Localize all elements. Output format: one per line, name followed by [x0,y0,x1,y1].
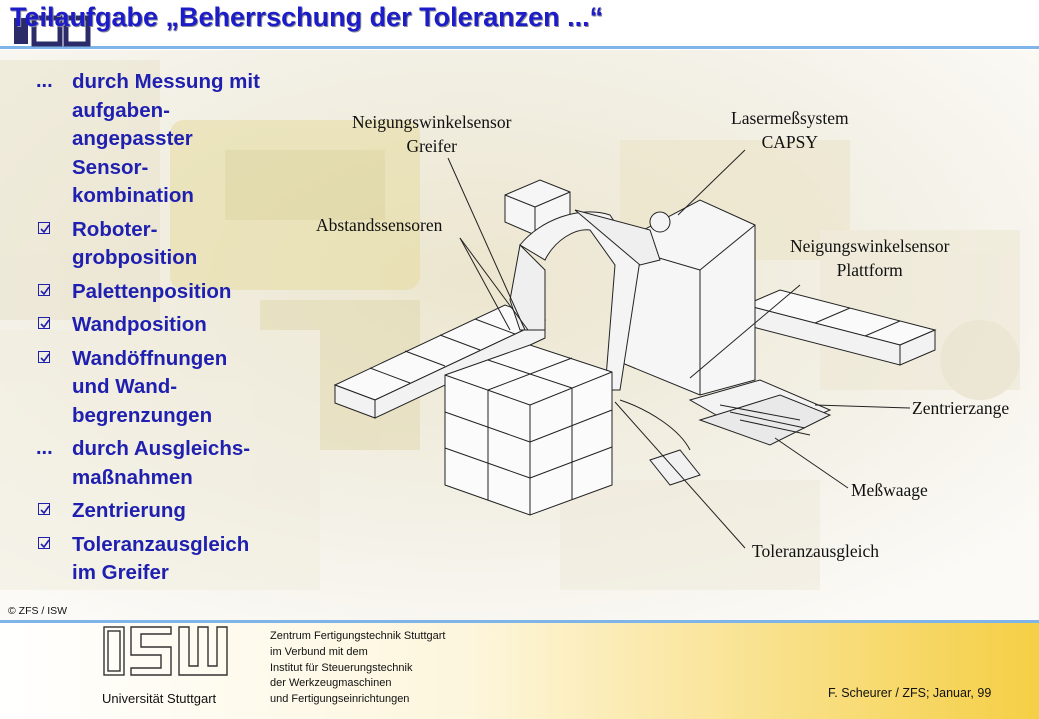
label-toleranzausgleich: Toleranzausgleich [752,541,880,561]
ellipsis-marker: ... [36,437,53,459]
bullet-line: begrenzungen [72,403,213,427]
label-messwaage: Meßwaage [851,480,928,500]
label-neigungswinkelsensor-greifer: Neigungswinkelsensor Greifer [352,112,512,156]
bullet-item: Toleranzausgleich im Greifer [36,531,306,588]
bullet-line: Wandöffnungen [72,346,228,370]
bullet-line: grobposition [72,246,198,269]
checkbox-icon [38,317,50,329]
footer-divider [0,620,1039,623]
bullet-line: aufgaben- [72,98,170,122]
bullet-item: Wandöffnungen und Wand-begrenzungen [36,345,306,431]
bullet-item: Zentrierung [36,497,306,526]
robot-cell-drawing [333,179,937,516]
bullet-line: Wandposition [72,313,207,336]
label-lasermesssystem: Lasermeßsystem CAPSY [731,108,849,152]
bullet-line: durch Ausgleichs- [72,437,251,460]
institute-text: Zentrum Fertigungstechnik Stuttgart im V… [270,630,446,706]
copyright: © ZFS / ISW [8,605,68,617]
header-divider [0,46,1039,49]
bullet-list: ... durch Messung mit aufgaben-angepasster… [36,68,306,593]
bullet-line: Palettenposition [72,279,232,303]
slide-title: Teilaufgabe „Beherrschung der Toleranzen… [10,2,604,32]
bullet-line: durch Messung mit [72,70,260,93]
isw-logo-small [12,14,92,48]
isw-logo [103,626,243,683]
background-photo [0,60,1020,590]
bullet-line: maßnahmen [72,465,193,489]
ellipsis-marker: ... [36,70,53,92]
checkbox-icon [38,221,50,234]
label-zentrierzange: Zentrierzange [912,398,1010,418]
bullet-line: Roboter- [72,217,158,241]
checkbox-icon [38,283,50,296]
university-name: Universität Stuttgart [102,691,217,706]
checkbox-icon [38,350,50,363]
label-pointer-lines [447,149,911,549]
checkbox-icon [38,536,50,549]
bullet-line: im Greifer [72,561,169,584]
bullet-item: ... durch Ausgleichs-maßnahmen [36,435,306,492]
bullet-item: Roboter-grobposition [36,216,306,273]
bullet-line: kombination [72,184,194,207]
bullet-item: Wandposition [36,311,306,340]
bullet-line: Toleranzausgleich [72,532,250,556]
bullet-line: Zentrierung [72,499,186,522]
author-date: F. Scheurer / ZFS; Januar, 99 [828,686,992,700]
label-neigungswinkelsensor-plattform: Neigungswinkelsensor Plattform [790,236,950,280]
bullet-line: angepasster [72,127,193,150]
bullet-line: Sensor- [72,155,149,179]
checkbox-icon [38,503,50,515]
bullet-item: ... durch Messung mit aufgaben-angepasster… [36,68,306,211]
label-abstandssensoren: Abstandssensoren [316,215,443,235]
bullet-item: Palettenposition [36,278,306,307]
bullet-line: und Wand- [72,375,178,398]
